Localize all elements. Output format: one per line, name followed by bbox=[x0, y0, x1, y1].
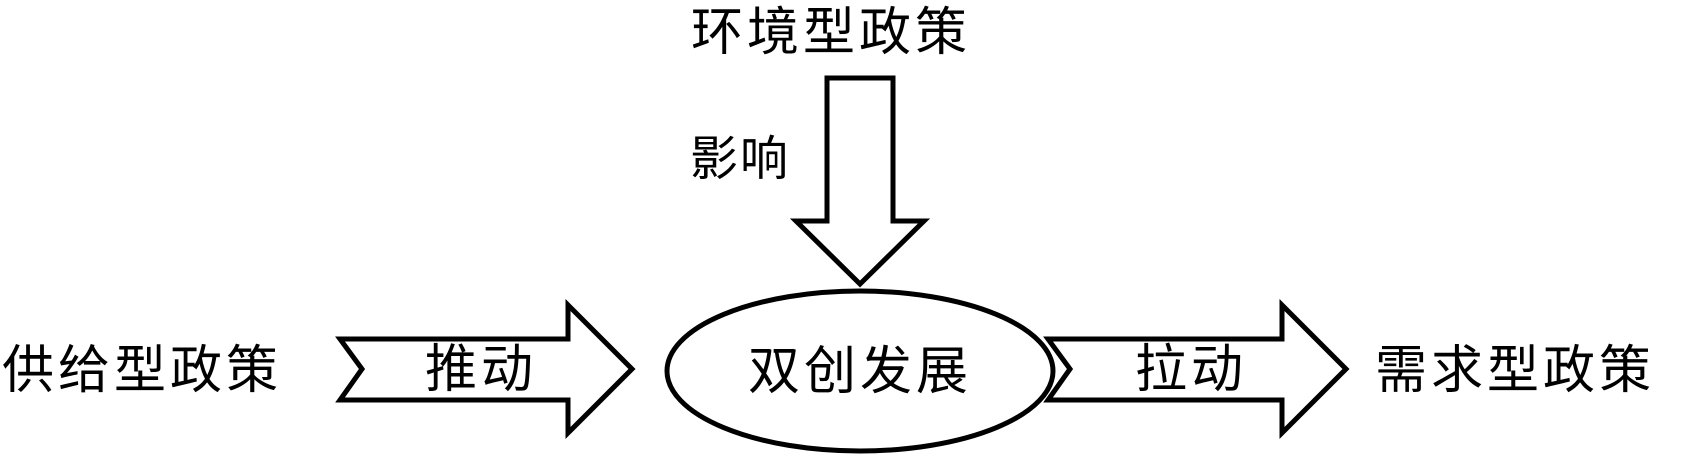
pull-arrow bbox=[1043, 298, 1350, 440]
demand-policy-label: 需求型政策 bbox=[1375, 341, 1655, 401]
influence-arrow bbox=[789, 75, 931, 288]
center-ellipse bbox=[664, 288, 1056, 454]
push-arrow bbox=[335, 298, 636, 440]
environment-policy-label: 环境型政策 bbox=[691, 3, 971, 63]
supply-policy-label: 供给型政策 bbox=[2, 341, 282, 401]
influence-arrow-label: 影响 bbox=[690, 131, 790, 187]
center-label: 双创发展 bbox=[748, 342, 972, 402]
pull-arrow-label: 拉动 bbox=[1135, 340, 1247, 400]
push-arrow-label: 推动 bbox=[425, 340, 537, 400]
